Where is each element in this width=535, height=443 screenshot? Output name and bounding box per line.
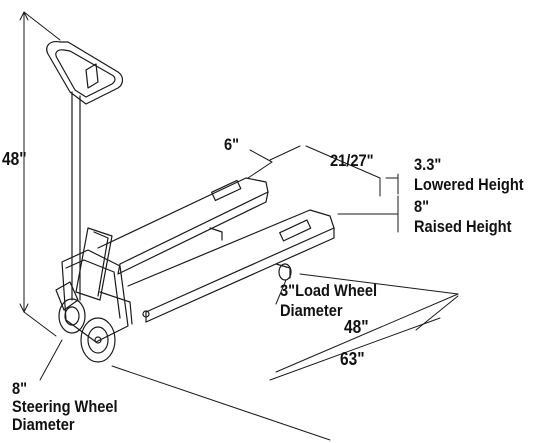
raised-height-label: Raised Height xyxy=(414,217,512,236)
fork-length-label: 48" xyxy=(344,317,369,337)
height-dimension-label: 48" xyxy=(2,149,27,169)
fork-width-label: 6" xyxy=(224,135,240,154)
load-wheel xyxy=(278,263,292,281)
fork-spread-label: 21/27" xyxy=(330,151,374,170)
raised-height-value: 8" xyxy=(414,197,430,216)
steering-wheel-label: Steering Wheel xyxy=(12,397,118,416)
steering-wheel-value: 8" xyxy=(12,379,28,398)
forks xyxy=(97,177,335,323)
load-wheel-diameter-label: Diameter xyxy=(280,301,343,320)
lowered-height-label: Lowered Height xyxy=(414,175,524,194)
overall-length-label: 63" xyxy=(340,349,365,369)
pump-chassis xyxy=(55,227,133,343)
steering-wheel-diameter-label: Diameter xyxy=(12,415,75,434)
lowered-height-value: 3.3" xyxy=(414,155,442,174)
bolt xyxy=(142,310,150,318)
steering-wheels xyxy=(58,298,116,363)
dimension-lines xyxy=(19,11,459,441)
load-wheel-label: 3"Load Wheel xyxy=(280,281,378,300)
